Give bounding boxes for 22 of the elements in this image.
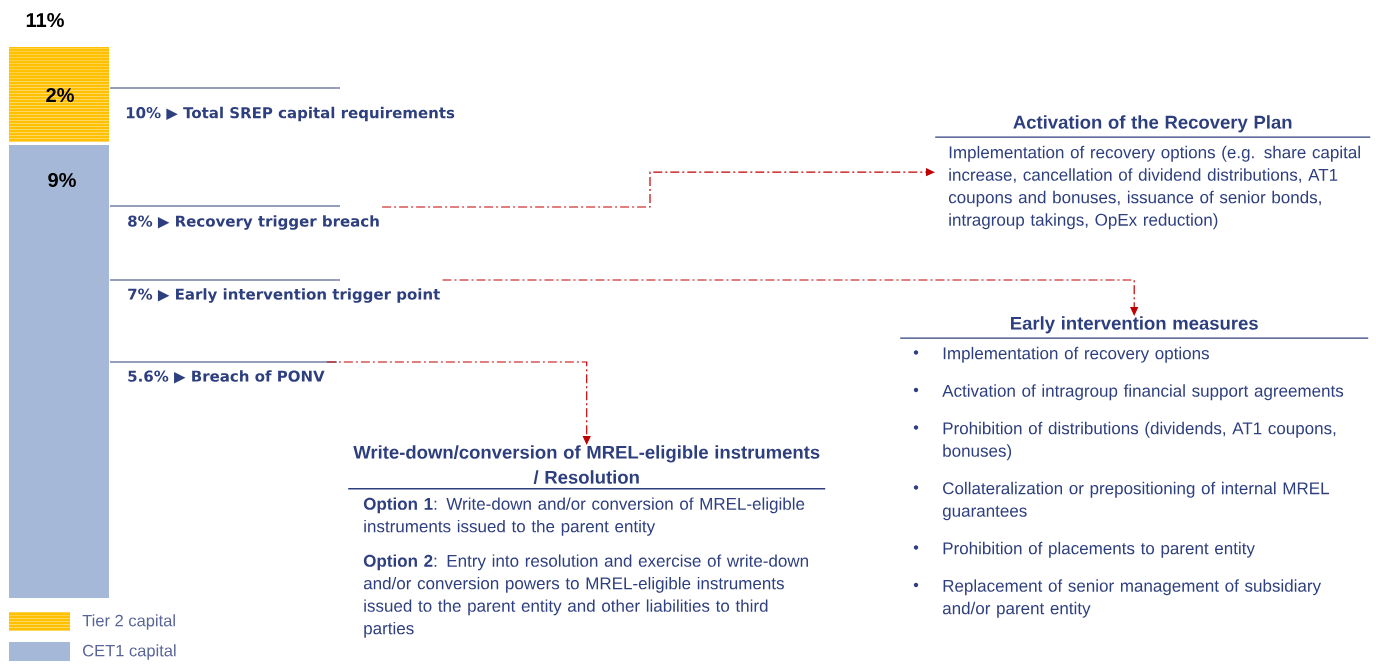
percent-label: 9% — [48, 172, 76, 188]
legend-label: CET1 capital — [83, 644, 176, 660]
text-block: Activation of the Recovery Plan Implementation of recovery options (e.g. share capital increase, cancellation of dividend distributions, AT1 coupons and bonuses, issuance of senior bonds, intragroup takings, OpEx reduction) — [934, 115, 1371, 230]
node-label: Collateralization or prepositioning of internal MREL guarantees — [942, 481, 1329, 521]
legend-label: Tier 2 capital — [82, 614, 175, 630]
arrow — [326, 361, 591, 445]
percent-label: 2% — [46, 87, 74, 103]
threshold-label: 5.6% ▶ Breach of PONV — [128, 370, 325, 384]
threshold-label: 7% ▶ Early intervention trigger point — [128, 288, 440, 303]
text-block: Early intervention measures Implementation of recovery options Activation of intragroup financial support agreements Prohibition of distributions (dividends, AT1 coupons, bonuses) Collateralization or prepositioning of internal MREL guarantees Prohibition of placements to parent entity Replacement of senior management of subsidiary and/or parent entity — [899, 316, 1369, 618]
node-label: Prohibition of placements to parent entity — [943, 541, 1255, 558]
node-label: Replacement of senior management of subsidiary and/or parent entity — [942, 579, 1322, 618]
threshold-label: 10% ▶ Total SREP capital requirements — [126, 106, 455, 122]
percent-label: 11% — [26, 12, 64, 28]
node-label: Activation of intragroup financial support agreements — [942, 384, 1344, 401]
node-label: Implementation of recovery options — [943, 346, 1209, 363]
text-block: Write-down/conversion of MREL-eligible instruments / Resolution Option 1: Write-down and/or conversion of MREL-eligible instruments issued to the parent entity Option 2: Entry into resolution and exercise of write-down and/or conversion powers to MREL-eligible instruments issued to the parent entity and other liabilities to third parties — [347, 445, 826, 638]
threshold-label: 8% ▶ Recovery trigger breach — [128, 215, 379, 230]
node-label: Prohibition of distributions (dividends, AT1 coupons, bonuses) — [943, 421, 1336, 461]
arrow — [441, 279, 1139, 316]
node-label: Early intervention measures — [1011, 316, 1258, 334]
arrow — [381, 168, 935, 208]
